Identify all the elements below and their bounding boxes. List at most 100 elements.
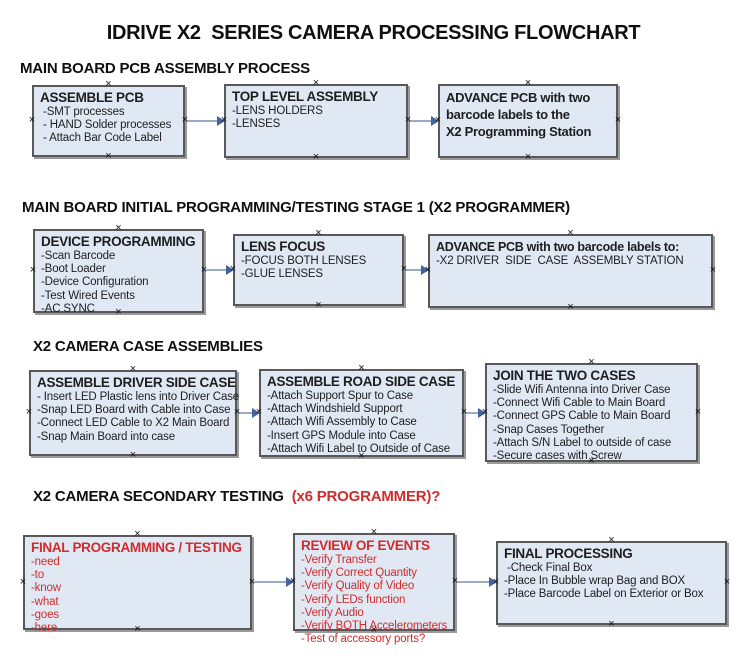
box-lines: -LENS HOLDERS-LENSES (232, 105, 402, 131)
box-title: JOIN THE TWO CASES (493, 368, 636, 383)
box-line: -Secure cases with Screw (493, 450, 622, 463)
box-line: -to (31, 569, 44, 582)
box-title: LENS FOCUS (241, 239, 326, 254)
arrow-head-icon (431, 116, 439, 126)
box-line: -here (31, 622, 58, 635)
box-line: -Boot Loader (41, 263, 106, 276)
box-title: ASSEMBLE PCB (40, 90, 144, 105)
box-title: FINAL PROCESSING (504, 546, 633, 561)
box-line: -Snap LED Board with Cable into Case (37, 404, 231, 417)
arrow-head-icon (478, 408, 486, 418)
box-lines: -Check Final Box-Place In Bubble wrap Ba… (504, 562, 721, 602)
box-lines: -Slide Wifi Antenna into Driver Case-Con… (493, 384, 692, 463)
box-lines: -Scan Barcode-Boot Loader-Device Configu… (41, 250, 198, 316)
box-line: -Test Wired Events (41, 289, 135, 302)
box-title: REVIEW OF EVENTS (301, 538, 430, 553)
box-device-programming: DEVICE PROGRAMMING -Scan Barcode-Boot Lo… (33, 229, 204, 316)
box-line: - Insert LED Plastic lens into Driver Ca… (37, 391, 240, 403)
box-line: -LENS HOLDERS (232, 105, 323, 117)
box-line: -GLUE LENSES (241, 268, 323, 281)
box-line: -Verify BOTH Accelerometers (301, 620, 448, 633)
box-assemble-pcb: ASSEMBLE PCB -SMT processes - HAND Solde… (32, 85, 185, 157)
section-heading-initial-programming: MAIN BOARD INITIAL PROGRAMMING/TESTING S… (22, 199, 570, 216)
box-join-the-two-cases: JOIN THE TWO CASES -Slide Wifi Antenna i… (485, 363, 698, 462)
arrow-head-icon (286, 577, 294, 587)
box-line: -Attach Windshield Support (267, 403, 403, 416)
box-line: -FOCUS BOTH LENSES (241, 255, 367, 267)
box-line: -Check Final Box (504, 562, 593, 574)
box-lines: - Insert LED Plastic lens into Driver Ca… (37, 391, 240, 444)
box-line: -Attach Wifi Assembly to Case (267, 416, 417, 429)
box-line: -AC SYNC (41, 302, 95, 315)
box-line: -goes (31, 608, 60, 621)
arrow-shaft (252, 581, 288, 583)
box-review-of-events: REVIEW OF EVENTS -Verify Transfer-Verify… (293, 533, 455, 645)
box-line: -Snap Cases Together (493, 423, 605, 436)
box-line: -LENSES (232, 118, 281, 131)
arrow-shaft (185, 120, 219, 122)
box-title: TOP LEVEL ASSEMBLY (232, 89, 378, 104)
box-line: - Attach Bar Code Label (40, 132, 162, 145)
box-final-programming-testing: FINAL PROGRAMMING / TESTING -need-to-kno… (23, 535, 252, 634)
box-line: -Verify Transfer (301, 554, 377, 566)
box-assemble-driver-side-case: ASSEMBLE DRIVER SIDE CASE - Insert LED P… (29, 370, 240, 456)
box-lines: -FOCUS BOTH LENSES-GLUE LENSES (241, 255, 398, 281)
section-heading-case-assemblies: X2 CAMERA CASE ASSEMBLIES (33, 338, 263, 355)
box-title: ADVANCE PCB with two barcode labels to: (436, 240, 679, 254)
box-line: -Connect Wifi Cable to Main Board (493, 397, 666, 410)
box-advance-pcb-driver-side: ADVANCE PCB with two barcode labels to: … (428, 234, 713, 308)
box-lines: -SMT processes - HAND Solder processes -… (40, 106, 179, 146)
box-line: - HAND Solder processes (40, 119, 172, 132)
box-final-processing: FINAL PROCESSING -Check Final Box-Place … (496, 541, 727, 625)
box-line: -Insert GPS Module into Case (267, 429, 416, 442)
box-line: -Snap Main Board into case (37, 430, 176, 443)
box-lines: -X2 DRIVER SIDE CASE ASSEMBLY STATION (436, 255, 707, 268)
box-line: -Attach S/N Label to outside of case (493, 436, 672, 449)
arrow-shaft (464, 412, 480, 414)
arrow-head-icon (421, 265, 429, 275)
box-line: -X2 DRIVER SIDE CASE ASSEMBLY STATION (436, 255, 684, 267)
box-advance-pcb-programming-station: ADVANCE PCB with two barcode labels to t… (438, 84, 618, 158)
box-line: -know (31, 582, 61, 595)
box-lens-focus: LENS FOCUS -FOCUS BOTH LENSES-GLUE LENSE… (233, 234, 404, 306)
box-title: DEVICE PROGRAMMING (41, 234, 196, 249)
heading-red-part: (x6 PROGRAMMER)? (291, 488, 441, 505)
box-line: -Device Configuration (41, 276, 149, 289)
box-title: ASSEMBLE DRIVER SIDE CASE (37, 375, 236, 390)
arrow-head-icon (489, 577, 497, 587)
box-assemble-road-side-case: ASSEMBLE ROAD SIDE CASE -Attach Support … (259, 369, 464, 457)
box-line: -Verify Audio (301, 606, 364, 619)
box-line: -SMT processes (40, 106, 125, 118)
arrow-head-icon (226, 265, 234, 275)
arrow-shaft (204, 269, 228, 271)
box-line: -need (31, 556, 60, 568)
page-title: IDRIVE X2 SERIES CAMERA PROCESSING FLOWC… (106, 22, 641, 44)
box-line: -Place In Bubble wrap Bag and BOX (504, 575, 686, 588)
box-title: ADVANCE PCB with two barcode labels to t… (446, 90, 592, 139)
box-line: -Scan Barcode (41, 250, 116, 262)
arrow-shaft (455, 581, 491, 583)
arrow-shaft (237, 412, 254, 414)
box-lines: -Attach Support Spur to Case-Attach Wind… (267, 390, 458, 456)
box-title: FINAL PROGRAMMING / TESTING (31, 540, 242, 555)
arrow-head-icon (252, 408, 260, 418)
arrow-head-icon (217, 116, 225, 126)
box-line: -Connect LED Cable to X2 Main Board (37, 417, 230, 430)
heading-black-part: X2 CAMERA SECONDARY TESTING (33, 488, 292, 505)
box-line: -Verify LEDs function (301, 593, 406, 606)
box-line: -what (31, 595, 59, 608)
box-line: -Verify Quality of Video (301, 580, 415, 593)
box-line: -Slide Wifi Antenna into Driver Case (493, 384, 671, 396)
box-top-level-assembly: TOP LEVEL ASSEMBLY -LENS HOLDERS-LENSES (224, 84, 408, 158)
section-heading-secondary-testing: X2 CAMERA SECONDARY TESTING (x6 PROGRAMM… (33, 488, 440, 505)
arrow-shaft (404, 269, 423, 271)
box-title: ASSEMBLE ROAD SIDE CASE (267, 374, 456, 389)
box-lines: -Verify Transfer-Verify Correct Quantity… (301, 554, 449, 646)
box-line: -Connect GPS Cable to Main Board (493, 410, 671, 423)
box-lines: -need-to-know-what-goes-here (31, 556, 246, 635)
box-line: -Place Barcode Label on Exterior or Box (504, 588, 704, 601)
section-heading-pcb-assembly: MAIN BOARD PCB ASSEMBLY PROCESS (20, 60, 310, 77)
box-line: -Verify Correct Quantity (301, 567, 417, 580)
arrow-shaft (408, 120, 433, 122)
box-line: -Attach Wifi Label to Outside of Case (267, 442, 451, 455)
